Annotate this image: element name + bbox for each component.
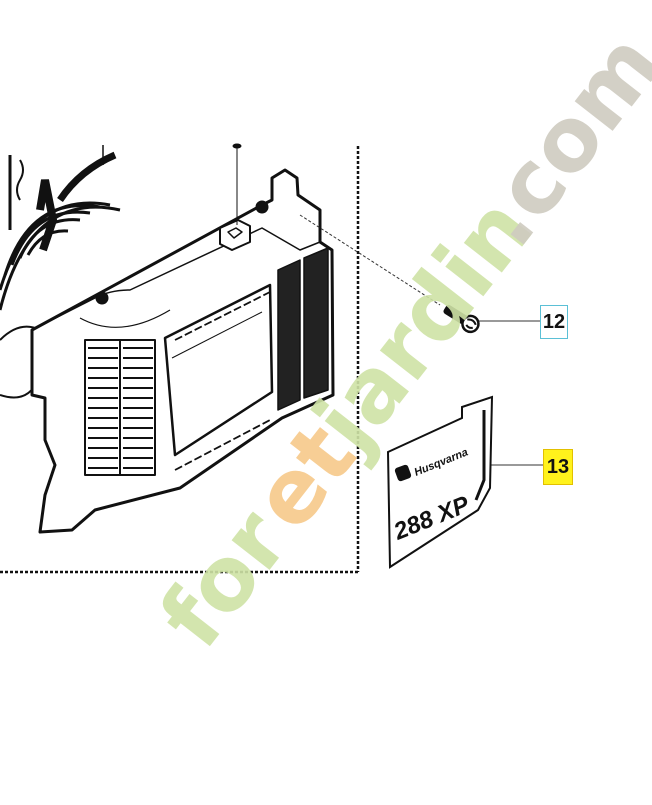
vent-grille-icon xyxy=(84,339,156,476)
cylinder-cover-icon xyxy=(30,143,335,534)
side-vent-icon xyxy=(277,247,329,411)
decal-icon: Husqvarna 288 XP xyxy=(386,395,494,569)
flywheel-icon xyxy=(0,145,121,399)
callout-13[interactable]: 13 xyxy=(543,449,573,485)
callout-12[interactable]: 12 xyxy=(540,305,568,339)
leader-lines xyxy=(299,214,543,466)
husqvarna-logo-icon xyxy=(394,464,412,482)
assembly-boundary xyxy=(0,146,360,574)
screw-icon xyxy=(443,304,480,334)
